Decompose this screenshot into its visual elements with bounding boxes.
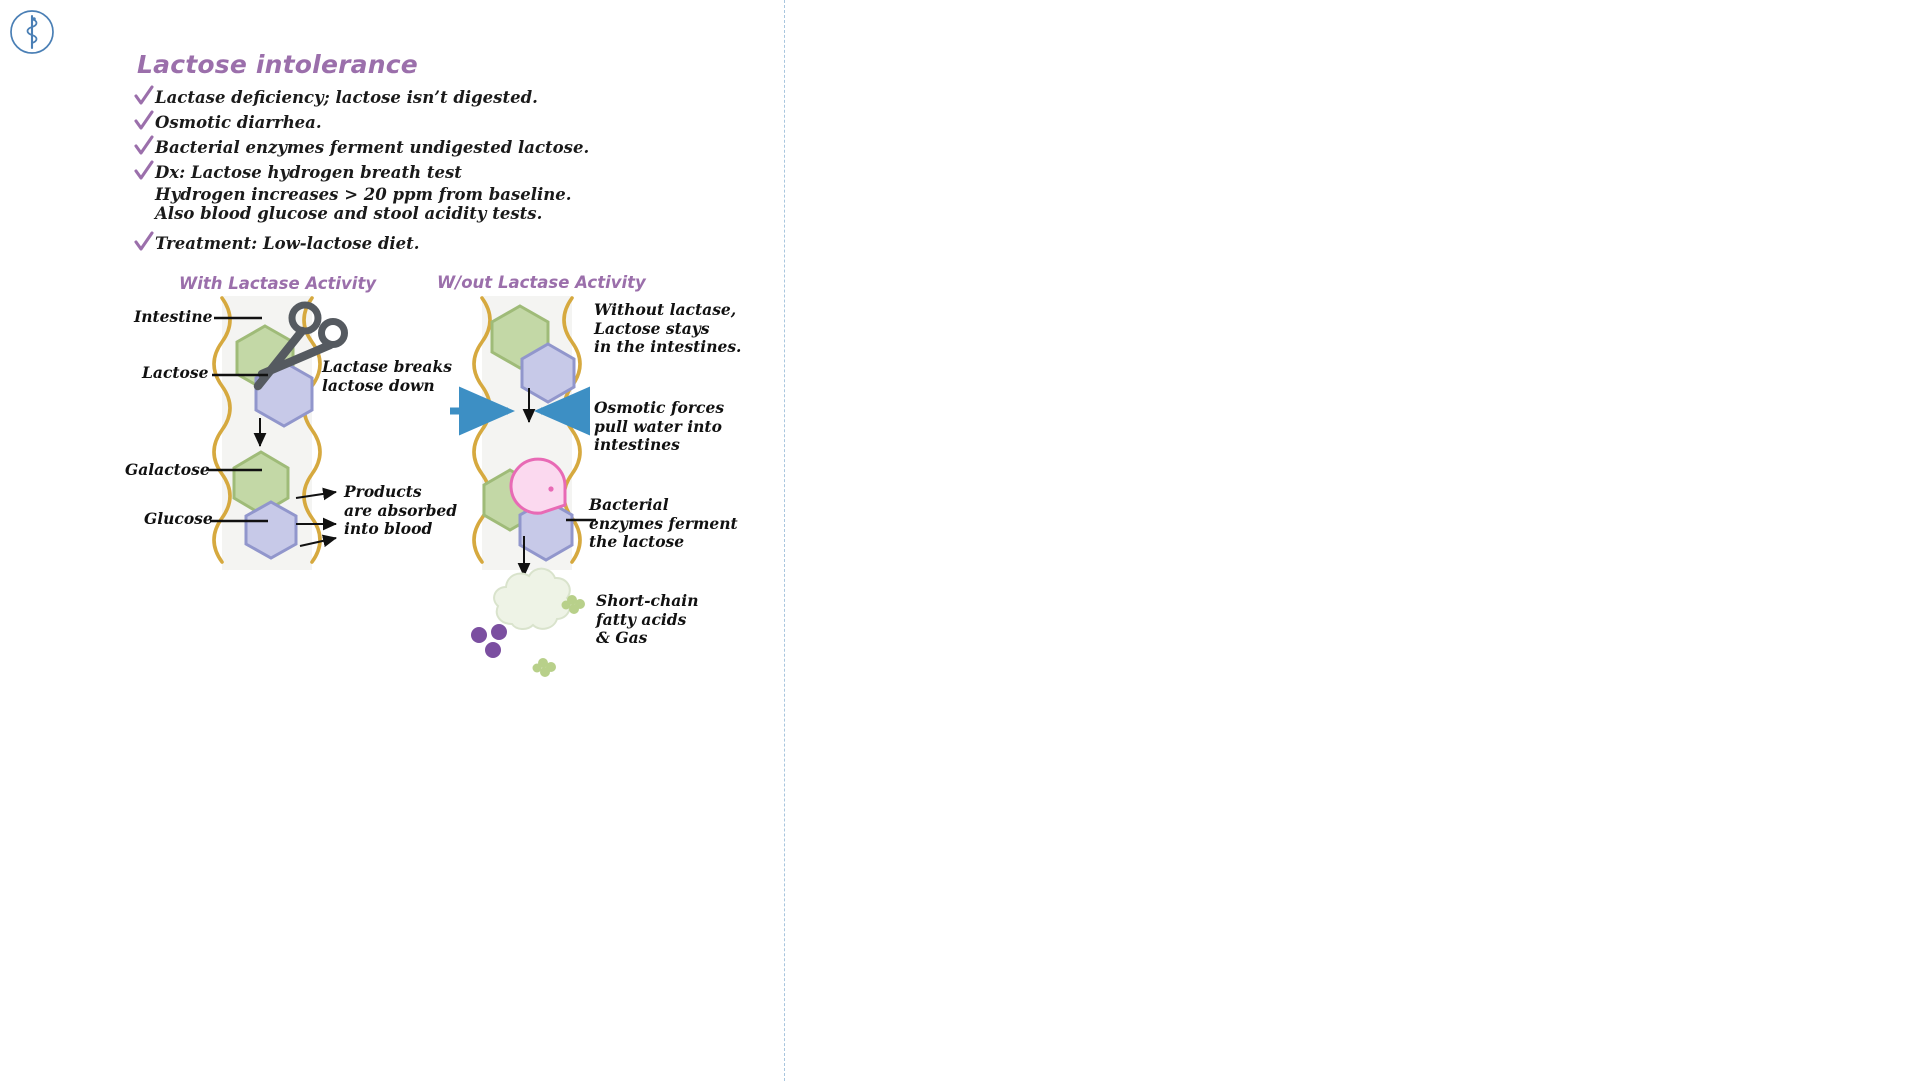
label-short-chain-fatty-acids: Short-chain fatty acids & Gas [596, 591, 699, 648]
hexagon-lactose-purple-mid [518, 498, 574, 562]
label-line: Short-chain [596, 591, 699, 610]
arrow-absorb-upper [295, 487, 337, 501]
list-item-subline: Hydrogen increases > 20 ppm from baselin… [155, 185, 572, 204]
label-line: & Gas [596, 628, 648, 647]
list-item-label: Osmotic diarrhea. [155, 113, 322, 132]
hexagon-glucose-top [254, 360, 314, 428]
gas-puff-upper [561, 595, 585, 614]
label-glucose: Glucose [144, 509, 213, 528]
label-line: Lactase breaks [322, 357, 452, 376]
label-lactase-action: Lactase breaks lactose down [322, 357, 452, 395]
diagram-heading-with-lactase: With Lactase Activity [179, 274, 377, 293]
caduceus-logo[interactable] [8, 8, 56, 56]
list-item: Osmotic diarrhea. [134, 110, 734, 135]
label-line: the lactose [589, 532, 685, 551]
label-line: are absorbed [344, 500, 458, 520]
gas-puff-lower [532, 658, 556, 677]
list-item-label: Lactase deficiency; lactose isn’t digest… [155, 88, 538, 107]
label-osmotic-forces: Osmotic forces pull water into intestine… [594, 398, 725, 455]
label-line: Bacterial [589, 495, 669, 514]
checkmark-icon [134, 85, 154, 107]
arrow-absorb-lower [299, 534, 337, 548]
label-line: Lactose stays [594, 318, 710, 338]
list-item-label: Bacterial enzymes ferment undigested lac… [155, 138, 590, 157]
list-item-label: Treatment: Low-lactose diet. [155, 234, 420, 253]
checkmark-icon [134, 231, 154, 253]
label-line: fatty acids [596, 609, 687, 629]
label-lactose: Lactose [142, 363, 209, 382]
hexagon-glucose-bottom [244, 500, 298, 560]
hexagon-lactose-purple-top [520, 342, 576, 404]
label-line: Products [344, 482, 422, 501]
list-item: Bacterial enzymes ferment undigested lac… [134, 135, 734, 160]
right-intestine [472, 296, 582, 570]
checkmark-icon [134, 135, 154, 157]
label-bacterial-enzymes: Bacterial enzymes ferment the lactose [589, 495, 738, 552]
hexagon-lactose-green-mid [482, 468, 538, 532]
checkmark-icon [134, 160, 154, 182]
label-without-lactase: Without lactase, Lactose stays in the in… [594, 300, 742, 357]
diagram-heading-without-lactase: W/out Lactase Activity [437, 273, 646, 292]
list-item-subline: Also blood glucose and stool acidity tes… [155, 204, 543, 223]
list-item-label: Dx: Lactose hydrogen breath test [155, 163, 462, 182]
label-line: pull water into [594, 416, 722, 436]
label-products: Products are absorbed into blood [344, 482, 458, 539]
label-galactose: Galactose [125, 460, 210, 479]
label-line: Without lactase, [594, 300, 737, 319]
page-title: Lactose intolerance [137, 50, 418, 79]
label-line: in the intestines. [594, 337, 742, 356]
bacteria-dots [471, 624, 507, 658]
label-line: intestines [594, 435, 680, 454]
label-intestine: Intestine [134, 307, 213, 326]
bacteria-icon [509, 457, 567, 515]
label-line: into blood [344, 519, 433, 538]
hexagon-lactose-green-top [490, 304, 550, 370]
list-item: Dx: Lactose hydrogen breath test Hydroge… [134, 160, 734, 223]
hexagon-galactose-top [235, 324, 295, 392]
label-line: enzymes ferment [589, 513, 738, 533]
hexagon-galactose-bottom [232, 450, 290, 516]
checkmark-icon [134, 110, 154, 132]
left-intestine [212, 296, 322, 570]
list-item: Treatment: Low-lactose diet. [134, 231, 734, 256]
gas-cloud [493, 567, 571, 630]
list-item: Lactase deficiency; lactose isn’t digest… [134, 85, 734, 110]
label-line: Osmotic forces [594, 398, 725, 417]
page-divider [784, 0, 785, 1081]
label-line: lactose down [322, 375, 435, 395]
bullet-list: Lactase deficiency; lactose isn’t digest… [134, 85, 734, 256]
